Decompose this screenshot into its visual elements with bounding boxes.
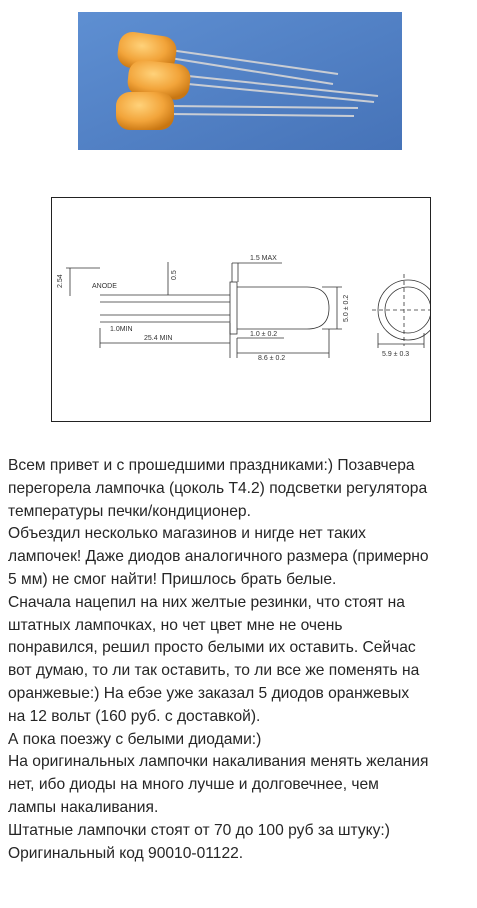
article-line: лампочек! Даже диодов аналогичного разме… [8,548,429,566]
label-25-4-min: 25.4 MIN [144,335,172,342]
article-line: вот думаю, то ли так оставить, то ли все… [8,662,420,680]
article-line: на 12 вольт (160 руб. с доставкой). [8,707,261,725]
label-1-0-min: 1.0MIN [110,326,133,333]
article-line: температуры печки/кондиционер. [8,502,251,520]
article-line: На оригинальных лампочки накаливания мен… [8,753,429,771]
label-anode: ANODE [92,283,117,290]
article-line: Штатные лампочки стоят от 70 до 100 руб … [8,821,390,839]
article-line: штатных лампочках, но чет цвет мне не оч… [8,616,343,634]
led-photo-image [78,12,402,150]
article-line: Всем привет и с прошедшими праздниками:)… [8,457,415,474]
article-line: Оригинальный код 90010-01122. [8,844,244,862]
label-0-5: 0.5 [171,270,178,280]
article-text: Всем привет и с прошедшими праздниками:)… [8,455,470,865]
led-dimension-drawing: 2.54 ANODE 0.5 1.5 MAX 1.0MIN 25.4 MIN 1… [51,197,444,422]
article-line: лампы накаливания. [8,798,159,816]
article-line: Объездил несколько магазинов и нигде нет… [8,525,366,543]
label-1-5-max: 1.5 MAX [250,255,277,262]
article-line: Сначала нацепил на них желтые резинки, ч… [8,593,405,611]
article-line: 5 мм) не смог найти! Пришлось брать белы… [8,570,337,588]
article-line: перегорела лампочка (цоколь Т4.2) подсве… [8,479,428,497]
label-2-54: 2.54 [57,274,64,288]
label-5-0: 5.0 ± 0.2 [343,295,350,322]
label-8-6: 8.6 ± 0.2 [258,355,285,362]
led-photo [78,12,402,150]
article-line: А пока поезжу с белыми диодами:) [8,730,262,748]
article-line: понравился, решил просто белыми их остав… [8,639,416,657]
label-1-0: 1.0 ± 0.2 [250,331,277,338]
label-5-9: 5.9 ± 0.3 [382,351,409,358]
article-line: оранжевые:) На ебэе уже заказал 5 диодов… [8,684,410,702]
article-line: нет, ибо диоды на много лучше и долговеч… [8,776,379,794]
dimension-drawing-svg: 2.54 ANODE 0.5 1.5 MAX 1.0MIN 25.4 MIN 1… [57,255,444,362]
